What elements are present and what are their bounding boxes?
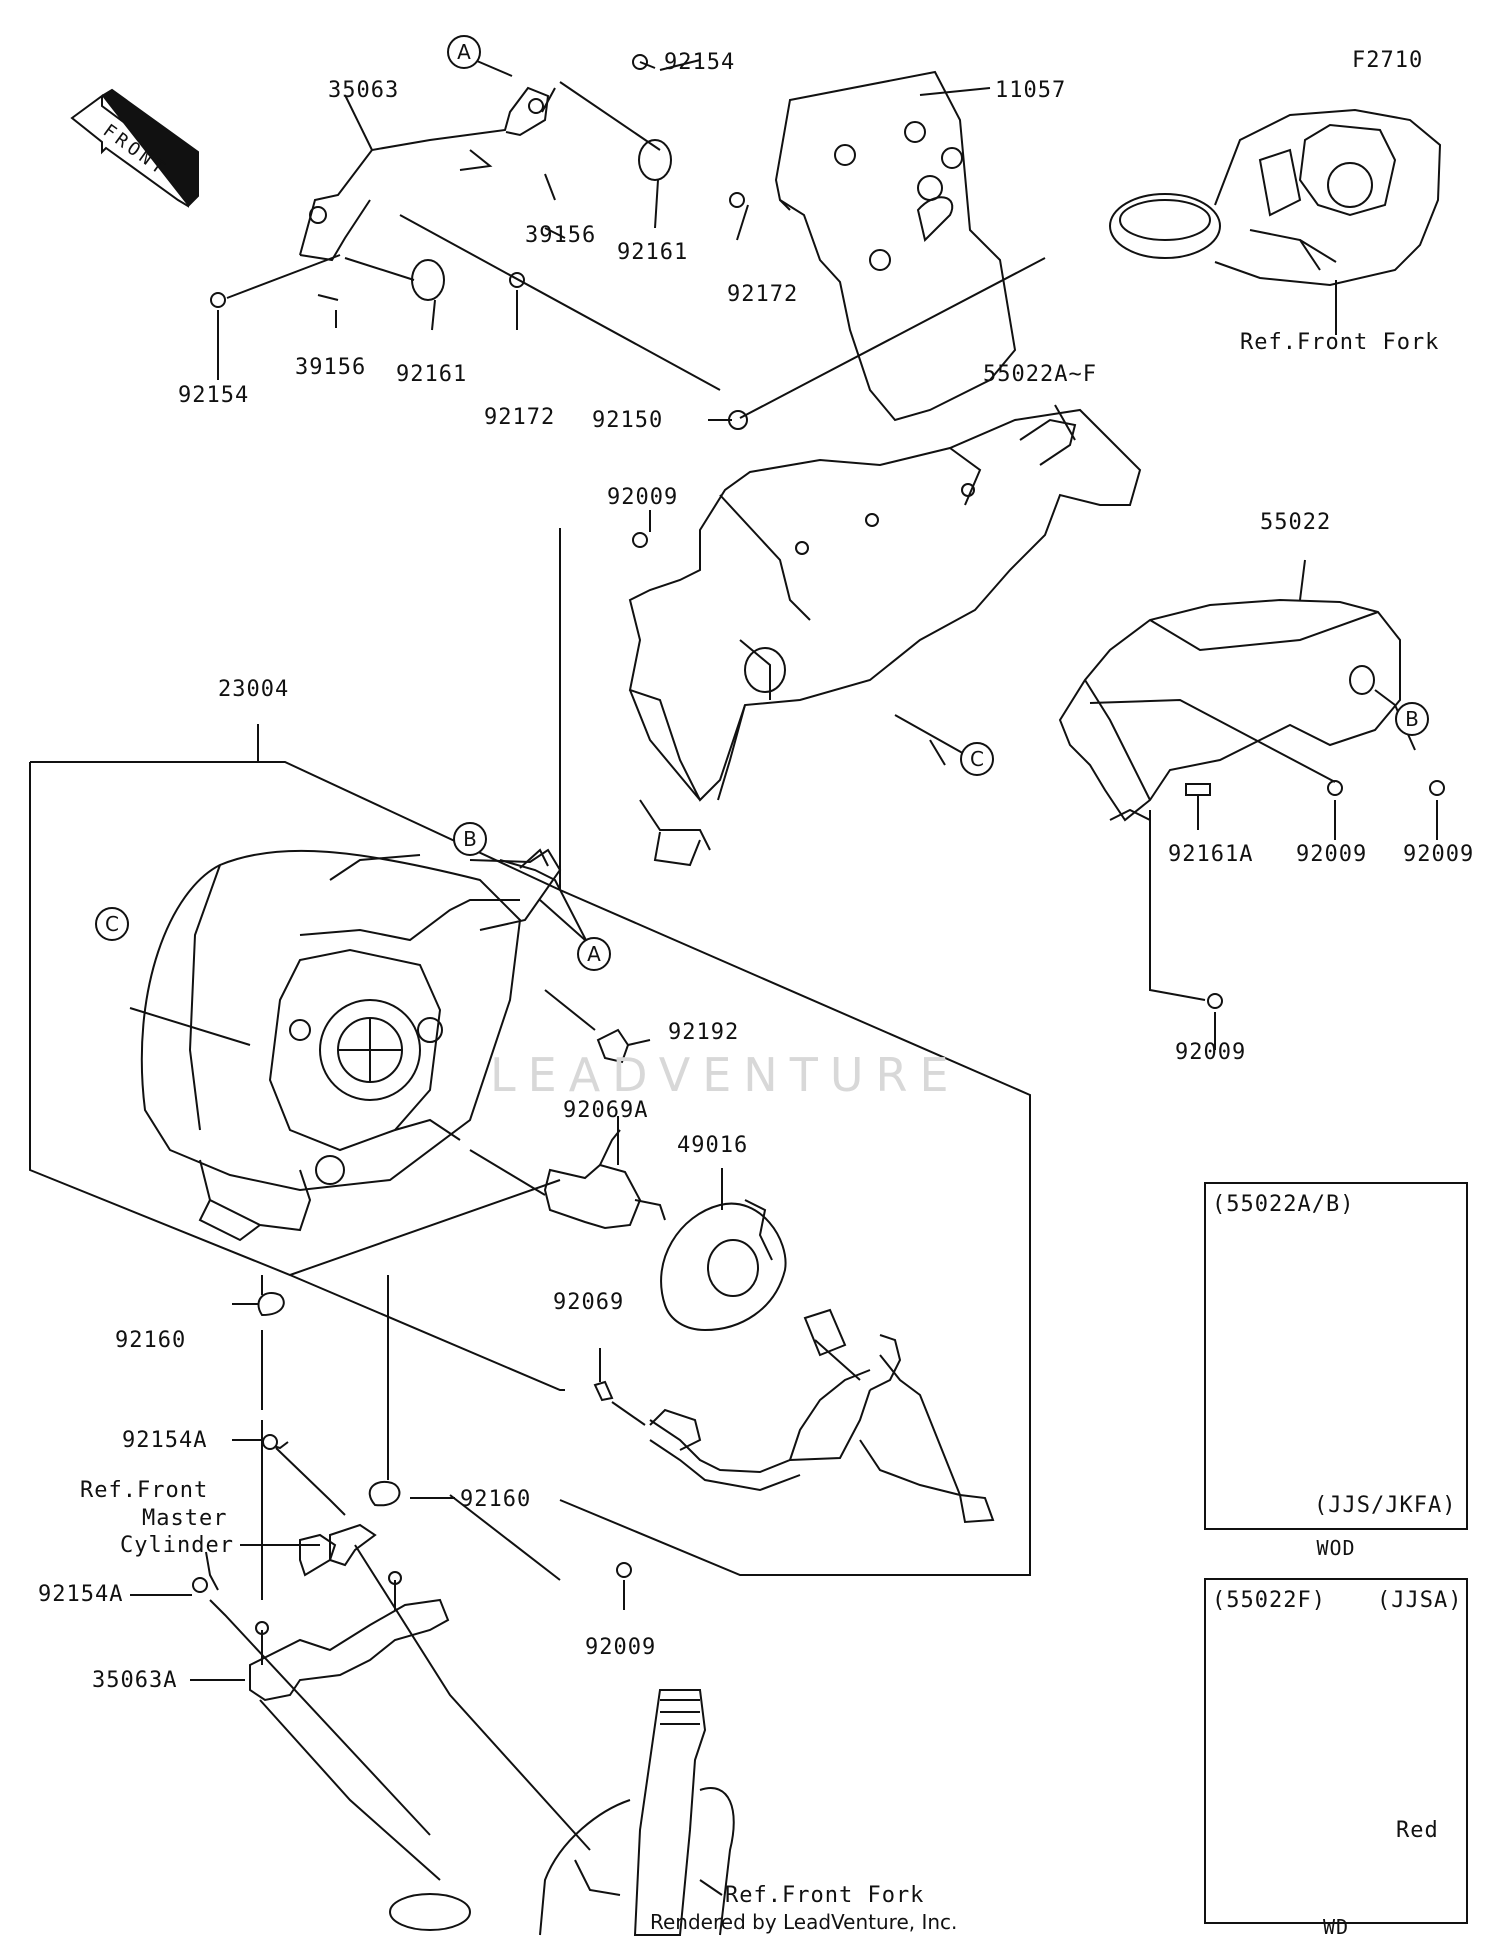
- label-92161-upper: 92161: [617, 240, 689, 265]
- label-35063A: 35063A: [92, 1668, 178, 1693]
- steering-head: [1109, 108, 1442, 335]
- label-ref-front-fork-top: Ref.Front Fork: [1240, 330, 1440, 355]
- inset-wd-header: (55022F): [1212, 1588, 1326, 1613]
- label-92160-b: 92160: [460, 1487, 532, 1512]
- label-92192: 92192: [668, 1020, 740, 1045]
- label-92009-a: 92009: [607, 485, 679, 510]
- inset-wd-note: Red: [1396, 1818, 1439, 1843]
- inset-wd: [1204, 1578, 1468, 1924]
- inset-wd-model: (JJSA): [1377, 1588, 1463, 1613]
- inset-wod: [1204, 1182, 1468, 1530]
- footer-credit: Rendered by LeadVenture, Inc.: [650, 1910, 958, 1934]
- grommet-92161-upper: [638, 139, 672, 181]
- inset-wod-header: (55022A/B): [1212, 1192, 1355, 1217]
- bracket-35063: [299, 86, 550, 262]
- marker-b-right: B: [1395, 702, 1429, 736]
- grommet-92160-b: [368, 1480, 401, 1507]
- cowl-55022A-F: [628, 408, 1142, 867]
- label-92009-b: 92009: [1296, 842, 1368, 867]
- cowl-55022: [1058, 598, 1401, 822]
- grommet-92160-a: [257, 1292, 285, 1317]
- figure-code: F2710: [1352, 48, 1424, 73]
- grommet-92161-lower: [411, 259, 445, 301]
- wiring-harness: [593, 1308, 995, 1524]
- label-92009-c: 92009: [1403, 842, 1475, 867]
- cover-49016: [660, 1199, 787, 1332]
- inset-wod-caption: WOD: [1316, 1536, 1356, 1560]
- spacer-39156-upper: [544, 227, 566, 239]
- label-55022: 55022: [1260, 510, 1332, 535]
- label-92160-a: 92160: [115, 1328, 187, 1353]
- label-92172-lower: 92172: [484, 405, 556, 430]
- label-92009-d: 92009: [1175, 1040, 1247, 1065]
- label-92154A-a: 92154A: [122, 1428, 208, 1453]
- label-49016: 49016: [677, 1133, 749, 1158]
- front-arrow-icon: [70, 88, 199, 208]
- bracket-35063A: [249, 1571, 450, 1702]
- watermark: LEADVENTURE: [490, 1048, 961, 1102]
- label-92161A: 92161A: [1168, 842, 1254, 867]
- label-23004: 23004: [218, 677, 290, 702]
- label-92069: 92069: [553, 1290, 625, 1315]
- marker-c-right: C: [960, 742, 994, 776]
- label-39156-upper: 39156: [525, 223, 597, 248]
- marker-a-top: A: [447, 35, 481, 69]
- group-outline: [559, 528, 1031, 1576]
- label-ref-master-1: Ref.Front: [80, 1478, 209, 1503]
- clip-92192: [596, 1028, 630, 1064]
- stay-master-cylinder: [299, 1523, 377, 1577]
- label-11057: 11057: [995, 78, 1067, 103]
- label-92150: 92150: [592, 408, 664, 433]
- label-39156-lower: 39156: [295, 355, 367, 380]
- label-35063: 35063: [328, 78, 400, 103]
- label-92154A-b: 92154A: [38, 1582, 124, 1607]
- label-92161-lower: 92161: [396, 362, 468, 387]
- marker-b-left: B: [453, 822, 487, 856]
- label-ref-front-fork-bottom: Ref.Front Fork: [725, 1883, 925, 1908]
- label-55022AF: 55022A~F: [983, 362, 1097, 387]
- stay-11057: [774, 70, 1017, 422]
- label-92154-left: 92154: [178, 383, 250, 408]
- bulb-92069A: [543, 1129, 666, 1230]
- label-92009-e: 92009: [585, 1635, 657, 1660]
- label-92172-upper: 92172: [727, 282, 799, 307]
- label-92069A: 92069A: [563, 1098, 649, 1123]
- inset-wd-caption: WD: [1322, 1915, 1350, 1939]
- label-ref-master-2: Master: [142, 1506, 228, 1531]
- label-ref-master-3: Cylinder: [120, 1533, 234, 1558]
- marker-a-lower: A: [577, 937, 611, 971]
- label-92154-top: 92154: [664, 50, 736, 75]
- inset-wod-model: (JJS/JKFA): [1314, 1493, 1457, 1518]
- marker-c-left: C: [95, 907, 129, 941]
- spacer-39156-lower: [317, 294, 339, 301]
- headlight-23004: [140, 848, 562, 1242]
- front-fork-bottom: [389, 1689, 735, 1936]
